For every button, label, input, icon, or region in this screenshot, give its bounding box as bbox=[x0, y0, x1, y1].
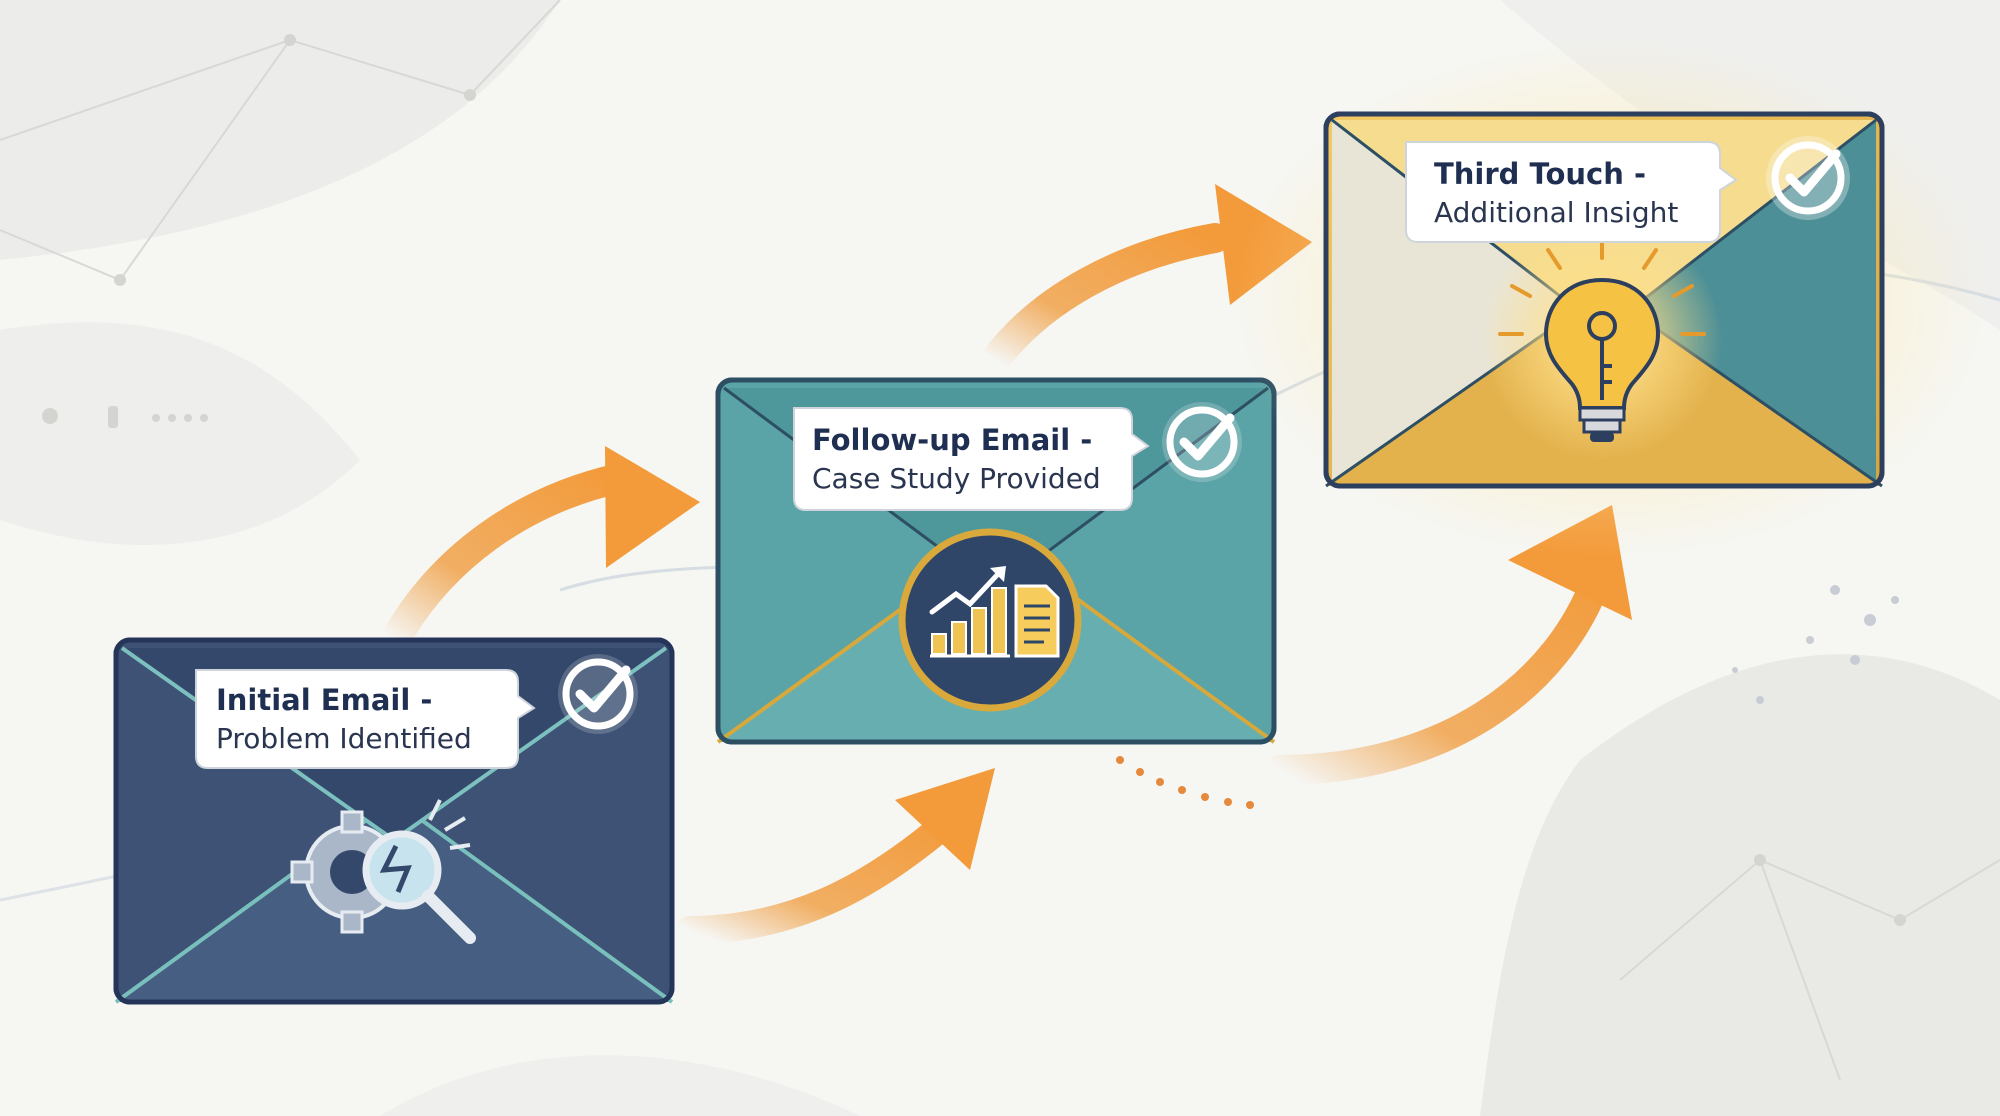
gear-magnifier-icon bbox=[290, 799, 476, 944]
step-label-card: Initial Email - Problem Identified bbox=[195, 669, 536, 769]
lightbulb-icon bbox=[1482, 220, 1722, 460]
chart-document-icon bbox=[898, 528, 1082, 712]
step-third-touch: Third Touch - Additional Insight bbox=[1230, 40, 1990, 560]
step-subtitle: Case Study Provided bbox=[812, 462, 1101, 495]
step-label-card: Third Touch - Additional Insight bbox=[1405, 141, 1738, 243]
arrow-1-to-2-lower bbox=[676, 768, 995, 944]
step-subtitle: Additional Insight bbox=[1434, 196, 1678, 229]
step-title: Third Touch - bbox=[1434, 157, 1646, 191]
step-subtitle: Problem Identified bbox=[216, 722, 472, 755]
arrow-1-to-2 bbox=[380, 446, 700, 655]
step-title: Initial Email - bbox=[216, 683, 432, 717]
step-label-card: Follow-up Email - Case Study Provided bbox=[793, 407, 1150, 511]
step-initial-email: Initial Email - Problem Identified bbox=[113, 637, 675, 1005]
step-title: Follow-up Email - bbox=[812, 423, 1092, 457]
check-icon bbox=[558, 654, 638, 734]
check-icon bbox=[1766, 136, 1850, 220]
step-follow-up-email: Follow-up Email - Case Study Provided bbox=[715, 377, 1277, 745]
check-icon bbox=[1162, 402, 1242, 482]
